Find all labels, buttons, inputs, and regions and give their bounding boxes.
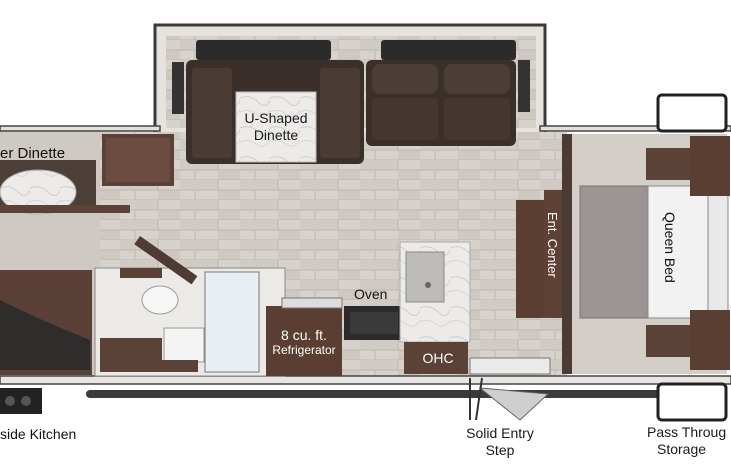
u-shaped-dinette-seat [186, 60, 364, 164]
pass-through-doors [656, 93, 728, 422]
entry-step-label: Solid Entry Step [452, 425, 548, 459]
outer-dinette [0, 160, 130, 215]
entry-step-label-line1: Solid Entry [466, 425, 534, 441]
oven-label: Oven [354, 286, 388, 302]
queen-bed-label: Queen Bed [662, 212, 678, 283]
side-cabinet [102, 134, 174, 186]
refrigerator-label-line2: Refrigerator [272, 343, 336, 357]
refrigerator-label: 8 cu. ft. Refrigerator [266, 328, 342, 358]
bedroom [572, 134, 730, 374]
outside-kitchen [0, 270, 92, 414]
bathroom [94, 236, 286, 377]
pass-through-label-line2: Storage [657, 441, 707, 457]
entertainment-center [516, 134, 572, 374]
ent-center-label: Ent. Center [545, 212, 560, 278]
refrigerator [266, 297, 343, 376]
ohc-label: OHC [422, 350, 454, 366]
kitchen-sink-counter [399, 241, 471, 374]
pass-through-label: Pass Throug Storage [647, 424, 731, 458]
dinette-label-line2: Dinette [253, 127, 299, 143]
pass-through-label-line1: Pass Throug [647, 424, 727, 440]
outside-kitchen-label: side Kitchen [0, 426, 77, 442]
entry-step-label-line2: Step [485, 442, 515, 458]
dinette-label-line1: U-Shaped [244, 110, 308, 126]
refrigerator-label-line1: 8 cu. ft. [281, 327, 327, 343]
outer-dinette-label: er Dinette [0, 145, 66, 162]
entry-door [469, 357, 551, 421]
sofa [366, 60, 516, 146]
dinette-label: U-Shaped Dinette [236, 110, 316, 144]
oven [344, 306, 404, 340]
